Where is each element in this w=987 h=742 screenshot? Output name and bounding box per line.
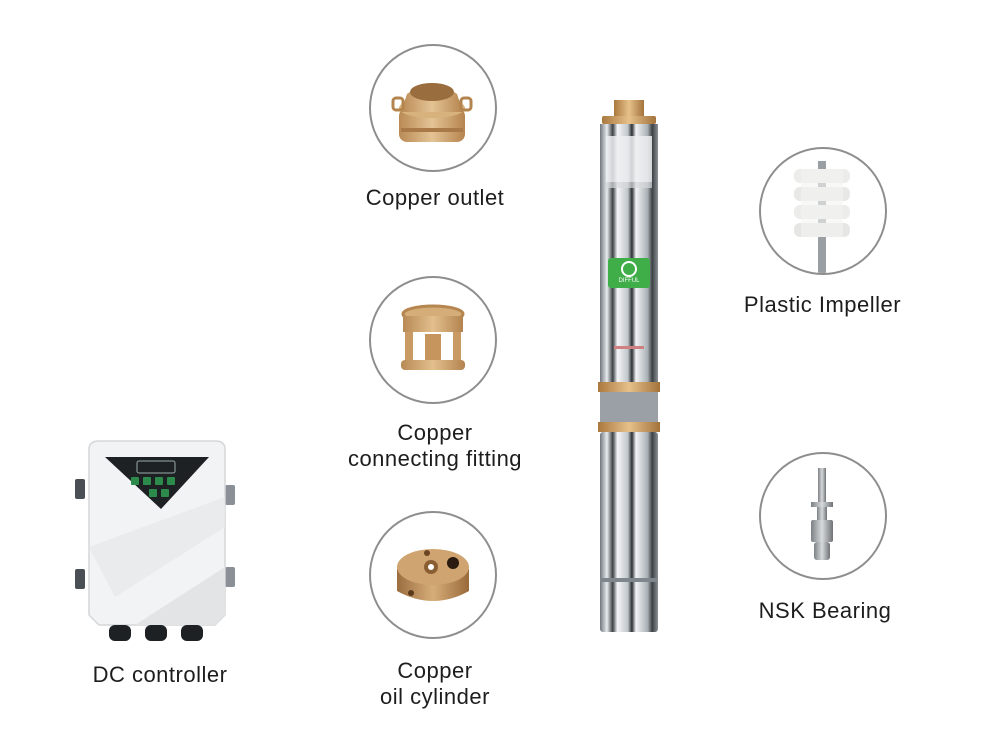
copper-cylinder-label: Copper oil cylinder [335, 658, 535, 710]
pump-brand-label: DIFFUL [618, 278, 640, 284]
copper-outlet-label: Copper outlet [340, 185, 530, 211]
copper-fitting-text-line2: connecting fitting [347, 446, 523, 471]
copper-cylinder-icon [397, 549, 469, 601]
impeller-label: Plastic Impeller [720, 292, 925, 318]
pump-icon [598, 100, 660, 632]
copper-outlet-circle [369, 44, 497, 172]
controller-icon [75, 440, 235, 641]
bearing-label: NSK Bearing [725, 598, 925, 624]
impeller-text: Plastic Impeller [743, 292, 902, 317]
controller-label: DC controller [65, 662, 255, 688]
bearing-icon [811, 468, 833, 560]
copper-cylinder-text-line2: oil cylinder [380, 684, 490, 709]
copper-fitting-circle [369, 276, 497, 404]
impeller-circle [759, 147, 887, 275]
copper-outlet-icon [391, 83, 473, 142]
copper-fitting-icon [401, 304, 465, 370]
copper-cylinder-text-line1: Copper [397, 658, 473, 683]
copper-outlet-text: Copper outlet [365, 185, 505, 210]
impeller-icon [794, 161, 850, 273]
copper-fitting-label: Copper connecting fitting [315, 420, 555, 472]
copper-fitting-text-line1: Copper [397, 420, 473, 445]
controller-image [75, 437, 245, 647]
controller-text: DC controller [92, 662, 228, 687]
submersible-pump [594, 100, 664, 640]
copper-cylinder-circle [369, 511, 497, 639]
bearing-text: NSK Bearing [758, 598, 892, 623]
bearing-circle [759, 452, 887, 580]
